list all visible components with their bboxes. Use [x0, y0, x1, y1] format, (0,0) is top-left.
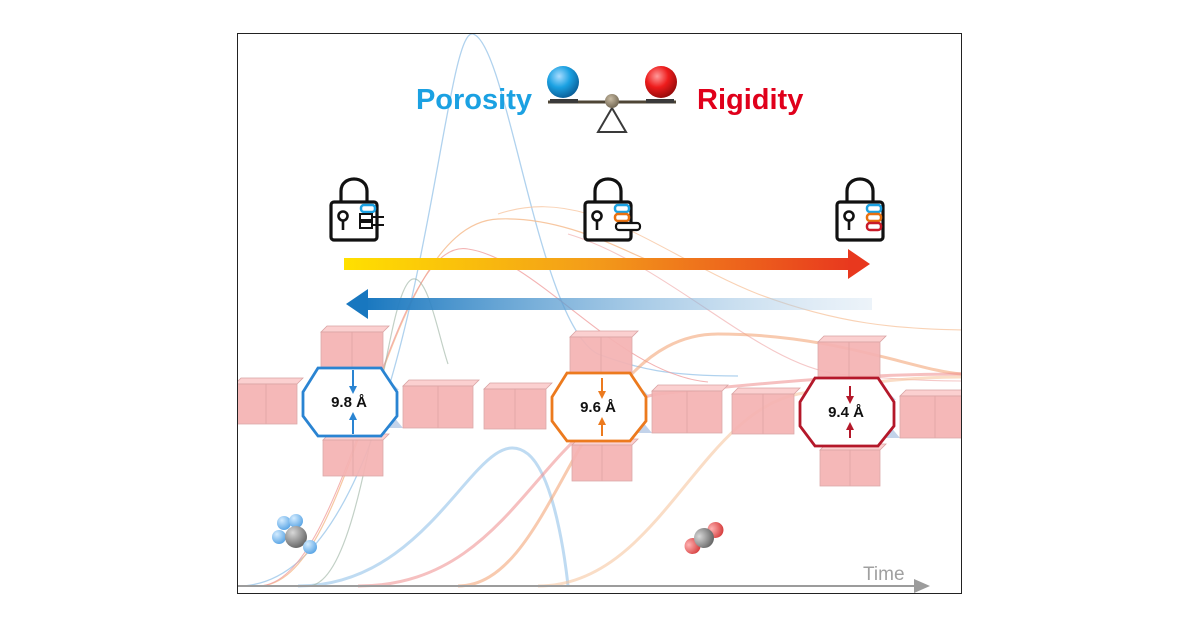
lock-left-icon: [329, 177, 384, 242]
porosity-increase-arrow: [346, 289, 872, 319]
pore-arrow-down-icon: [846, 396, 854, 404]
lock-middle-icon: [583, 177, 642, 242]
pore-arrow-down-icon: [598, 391, 606, 399]
framework-3: 9.4 Å: [731, 335, 961, 487]
time-axis: Time: [238, 564, 930, 593]
pore-arrow-down-icon: [349, 386, 357, 394]
framework-2: 9.6 Å: [483, 330, 729, 482]
node-top: [569, 330, 639, 374]
node-bottom: [819, 443, 887, 487]
curve-orange-rise: [457, 332, 961, 588]
rigidity-ball-icon: [645, 66, 677, 98]
curve-orange-2: [497, 206, 961, 331]
node-left: [731, 387, 801, 435]
node-bottom: [322, 433, 390, 477]
balance-scale-icon: [547, 66, 677, 133]
pivot-icon: [605, 94, 619, 108]
pore-size-label: 9.8 Å: [331, 394, 367, 411]
rigidity-label: Rigidity: [697, 84, 803, 116]
node-right: [402, 379, 480, 429]
node-left: [238, 377, 304, 425]
node-bottom: [571, 438, 639, 482]
header: Porosity Rigidity: [416, 66, 803, 133]
framework-1: 9.8 Å: [238, 325, 480, 477]
rigidity-increase-arrow: [344, 249, 870, 279]
lock-right-icon: [835, 177, 885, 242]
pore-outline: [301, 366, 399, 438]
pore-outline: [798, 376, 896, 448]
porosity-label: Porosity: [416, 84, 532, 116]
time-arrow-icon: [914, 579, 930, 593]
figure-frame: Porosity Rigidity: [237, 33, 962, 594]
pore-arrow-up-icon: [598, 417, 606, 425]
pore-arrow-up-icon: [349, 412, 357, 420]
node-left: [483, 382, 553, 430]
diagram-canvas: Porosity Rigidity: [238, 34, 961, 593]
node-top: [320, 325, 390, 369]
time-label: Time: [863, 564, 905, 585]
porosity-ball-icon: [547, 66, 579, 98]
node-top: [817, 335, 887, 379]
pore-size-label: 9.4 Å: [828, 404, 864, 421]
co2-molecule-icon: [684, 521, 724, 555]
curve-blue-rise: [297, 446, 570, 588]
node-right: [899, 389, 961, 439]
pore-size-label: 9.6 Å: [580, 399, 616, 416]
pore-arrow-up-icon: [846, 422, 854, 430]
methane-molecule-icon: [272, 514, 317, 554]
node-right: [651, 384, 729, 434]
pore-outline: [550, 371, 648, 443]
